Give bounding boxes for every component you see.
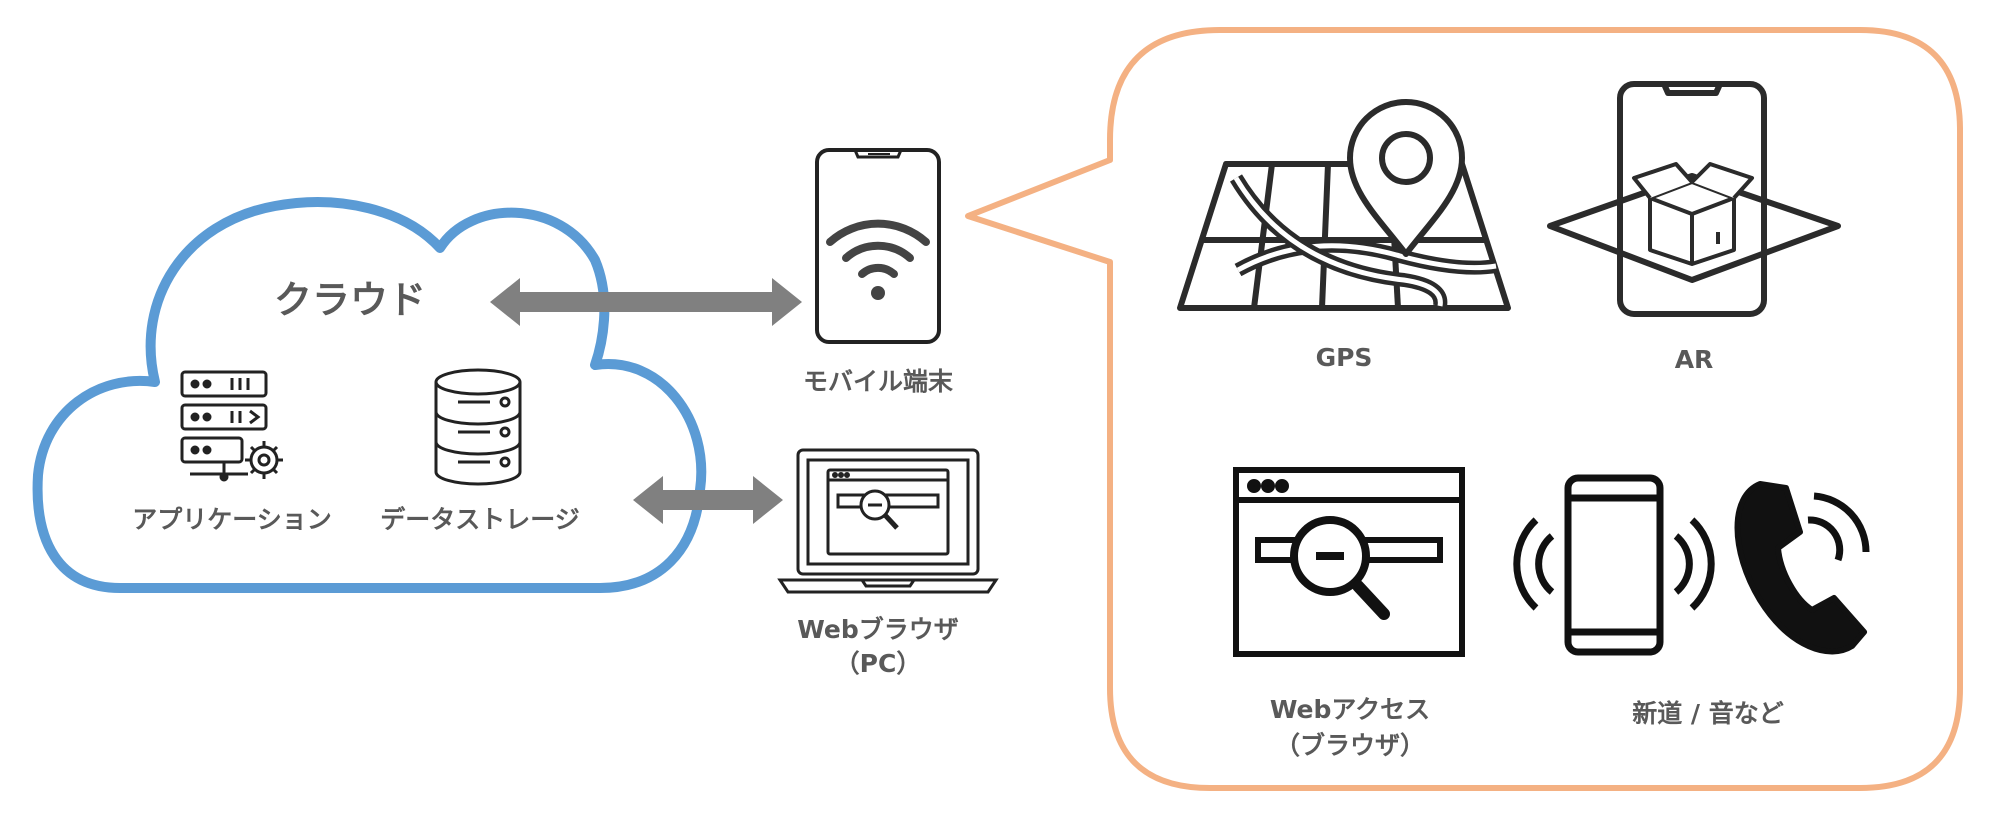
feature-callout-bubble (965, 27, 1963, 791)
database-icon (434, 368, 522, 486)
web-access-label-line2: （ブラウザ） (1274, 731, 1425, 760)
application-label: アプリケーション (132, 505, 332, 534)
phone-sound-label: 新道 / 音など (1632, 699, 1784, 728)
web-browser-pc-label-line1: Webブラウザ (797, 615, 959, 644)
ar-box-icon (1632, 162, 1754, 266)
web-browser-search-icon (1233, 467, 1465, 657)
mobile-device-label: モバイル端末 (802, 367, 953, 396)
server-gear-icon (180, 370, 283, 482)
vibrating-phone-icon (1513, 474, 1715, 656)
cloud-title: クラウド (273, 278, 426, 322)
wifi-icon (826, 219, 930, 300)
arrow-cloud-pc (633, 476, 783, 524)
gps-map-icon (1177, 99, 1511, 311)
gps-label: GPS (1315, 343, 1373, 372)
phone-handset-icon (1734, 481, 1870, 655)
laptop-icon (777, 448, 999, 594)
arrow-cloud-mobile (490, 278, 802, 326)
ar-label: AR (1674, 345, 1714, 374)
web-browser-pc-label-line2: （PC） (834, 649, 922, 678)
data-storage-label: データストレージ (380, 505, 580, 534)
web-access-label-line1: Webアクセス (1269, 695, 1431, 724)
